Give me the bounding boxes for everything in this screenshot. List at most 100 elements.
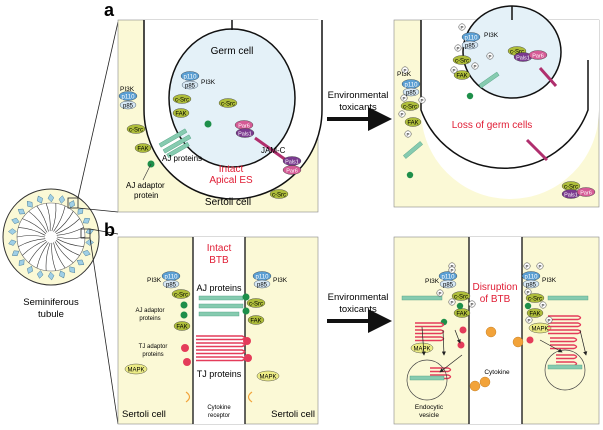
phosphate-label: P <box>438 291 441 296</box>
phosphate-label: P <box>450 264 453 269</box>
disruption-btb-line1: Disruption <box>472 282 517 293</box>
tj-protein-strand <box>415 322 445 328</box>
p85-label-br: p85 <box>443 283 454 289</box>
par6-label-r2: Par6 <box>580 191 592 197</box>
csrc-label-3: c-Src <box>129 128 143 134</box>
aj-adaptor-b-line2: proteins <box>139 316 160 322</box>
tubule-cell-marker <box>8 228 17 235</box>
phosphate-marker <box>471 62 479 70</box>
cytokine-receptor-line2: receptor <box>208 413 230 419</box>
p110-label-br: p110 <box>442 275 456 281</box>
aj-proteins-label: AJ proteins <box>162 154 202 163</box>
p85-label: p85 <box>185 84 196 90</box>
fak-label-br: FAK <box>456 312 467 318</box>
tj-proteins-label-b: TJ proteins <box>197 369 242 379</box>
p110-label-2: p110 <box>122 95 136 101</box>
pals1-label: Pals1 <box>238 132 252 138</box>
loss-of-germ-cells: Loss of germ cells <box>452 120 533 131</box>
mapk-label-br2: MAPK <box>531 327 548 333</box>
phosphate-label: P <box>450 268 453 273</box>
phosphate-label: P <box>526 290 529 295</box>
phosphate-label: P <box>450 300 453 305</box>
panel-letter-b: b <box>104 220 115 240</box>
fak-label-2: FAK <box>137 147 148 153</box>
tj-adaptor-b-line2: proteins <box>142 352 163 358</box>
germ-cell-label: Germ cell <box>211 46 254 57</box>
toxicants-b-line1: Environmental <box>328 292 389 303</box>
toxicants-a-line1: Environmental <box>328 90 389 101</box>
aj-adaptor-b-line1: AJ adaptor <box>135 308 164 314</box>
par6-label-2: Par6 <box>286 169 298 175</box>
phosphate-marker <box>404 130 412 138</box>
phosphate-marker <box>400 94 408 102</box>
tubule-cell-marker <box>36 270 44 279</box>
toxicant-arrow-b: Environmental toxicants <box>327 292 392 333</box>
phosphate-label: P <box>488 54 491 59</box>
tj-protein-strand <box>550 344 578 350</box>
aj-proteins-label-b: AJ proteins <box>196 283 242 293</box>
tubule-cell-marker <box>17 208 26 215</box>
tubule-cell-marker <box>47 271 55 281</box>
tj-protein-strand <box>556 354 578 360</box>
pi3k-label-b2: PI3K <box>273 277 288 284</box>
csrc-label-b: c-Src <box>174 293 188 299</box>
p85-label-r: p85 <box>465 44 476 50</box>
phosphate-marker <box>450 66 458 74</box>
phosphate-label: P <box>470 302 473 307</box>
mapk-label-br: MAPK <box>413 347 430 353</box>
tubule-cell-marker <box>59 270 66 279</box>
phosphate-label: P <box>547 318 550 323</box>
phosphate-marker <box>536 262 544 270</box>
panel-letter-a: a <box>104 0 115 20</box>
tj-adaptor-b-line1: TJ adaptor <box>139 344 168 350</box>
tubule-cell-marker <box>58 195 66 204</box>
cytokine-label: Cytokine <box>484 369 510 376</box>
aj-adaptor-label-line1: AJ adaptor <box>126 181 165 190</box>
phosphate-marker <box>448 298 456 306</box>
pi3k-label-2: PI3K <box>120 86 135 93</box>
phosphate-marker <box>454 44 462 52</box>
tubule-cell-marker <box>18 259 25 266</box>
tj-protein-strand <box>550 337 578 343</box>
endocytic-vesicle-line2: vesicle <box>419 412 439 419</box>
p85-label-r2: p85 <box>406 91 417 97</box>
phosphate-marker <box>458 23 466 31</box>
toxicants-b-line2: toxicants <box>339 304 377 315</box>
phosphate-label: P <box>525 264 528 269</box>
seminiferous-tubule: Seminiferous tubule <box>2 21 119 425</box>
fak-label-b: FAK <box>176 325 187 331</box>
phosphate-label: P <box>403 68 406 73</box>
p110-label-r2: p110 <box>405 83 419 89</box>
phosphate-label: P <box>420 98 423 103</box>
csrc-label-br2: c-Src <box>528 297 542 303</box>
fak-label-br2: FAK <box>529 312 540 318</box>
pi3k-label: PI3K <box>201 79 216 86</box>
fak-label-b2: FAK <box>250 319 261 325</box>
phosphate-label: P <box>452 68 455 73</box>
p110-label-br2: p110 <box>525 275 539 281</box>
tubule-cell-marker <box>26 200 33 208</box>
phosphate-marker <box>539 301 547 309</box>
p110-label-b: p110 <box>165 275 179 281</box>
tj-protein-strand <box>430 367 452 373</box>
fak-label: FAK <box>175 112 186 118</box>
fak-label-r: FAK <box>456 74 467 80</box>
tj-protein-strand <box>415 329 445 335</box>
phosphate-label: P <box>402 96 405 101</box>
toxicant-arrow-a: Environmental toxicants <box>327 90 392 131</box>
sertoli-cell-left-b: Sertoli cell <box>122 409 166 420</box>
par6-label-r: Par6 <box>532 54 544 60</box>
pals1-label-r2: Pals1 <box>564 193 578 199</box>
tj-protein-strand <box>196 349 246 355</box>
phosphate-label: P <box>460 25 463 30</box>
pi3k-label-br2: PI3K <box>542 277 557 284</box>
disruption-btb-line2: of BTB <box>480 294 511 305</box>
tubule-label-line2: tubule <box>38 309 64 320</box>
pi3k-label-r2: PI3K <box>397 71 412 78</box>
panel-a-right: p110 p85 PI3K c-Src FAK c-Src Pals1 Par6… <box>393 5 600 208</box>
mapk-label-b: MAPK <box>127 368 144 374</box>
pals1-label-r: Pals1 <box>516 56 530 62</box>
panel-a-left: Germ cell Sertoli cell p110 p85 PI3K c-S… <box>117 19 323 213</box>
phosphate-label: P <box>473 64 476 69</box>
